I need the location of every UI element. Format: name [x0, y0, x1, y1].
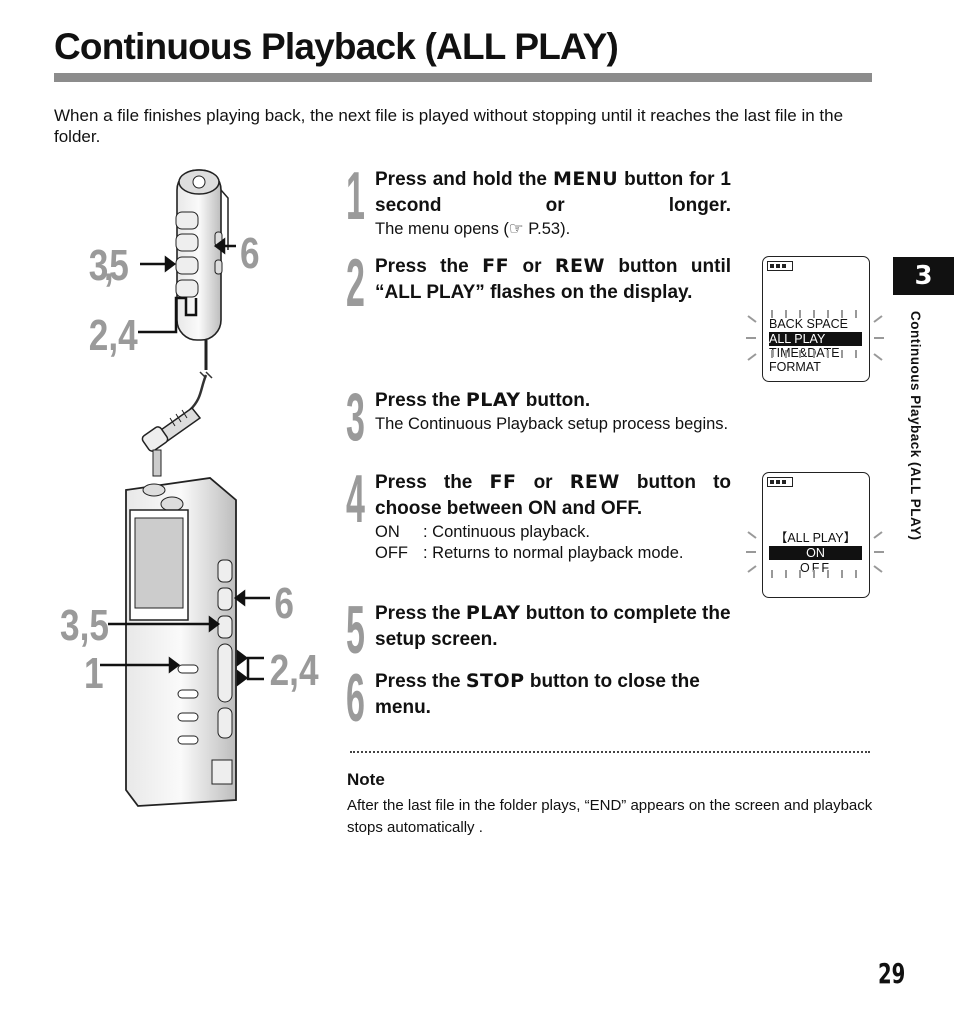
label-3-5-bottom: 3,5	[60, 601, 109, 650]
step-title: Press and hold the MENU button for 1 sec…	[375, 168, 731, 216]
step-title: Press the PLAY button.	[375, 389, 591, 411]
lcd-all-play-display: 【ALL PLAY】 ON OFF	[762, 472, 870, 598]
step-number: 5	[346, 592, 365, 668]
flash-marks-2	[746, 531, 884, 578]
menu-button-ref: MENU	[552, 168, 619, 190]
page-title: Continuous Playback (ALL PLAY)	[54, 26, 619, 67]
play-button-ref: PLAY	[465, 389, 521, 411]
lcd-line-selected: ON	[769, 546, 862, 560]
lcd-line: 【ALL PLAY】	[774, 531, 857, 545]
step-title: Press the PLAY button to complete the se…	[375, 602, 731, 650]
label-2-4-bottom: 2,4	[270, 646, 319, 695]
plug	[141, 406, 202, 477]
voice-recorder	[125, 477, 237, 807]
definition-off: OFF: Returns to normal playback mode.	[375, 544, 684, 562]
step-3: 3 Press the PLAY button. The Continuous …	[346, 383, 731, 451]
note-text: After the last file in the folder plays,…	[347, 797, 873, 836]
lcd-line: OFF	[800, 561, 831, 575]
step-description: The Continuous Playback setup process be…	[375, 415, 729, 433]
step-number: 3	[346, 379, 365, 455]
step-number: 4	[346, 461, 365, 537]
step-number: 6	[346, 660, 365, 736]
step-number: 2	[346, 245, 365, 321]
battery-icon	[767, 477, 793, 487]
step-description: The menu opens (☞ P.53).	[375, 220, 571, 238]
lcd-line: FORMAT	[769, 360, 821, 374]
ff-button-ref: FF	[489, 471, 517, 493]
label-2-4-top: 2,4	[89, 311, 138, 360]
intro-paragraph: When a file finishes playing back, the n…	[54, 106, 844, 146]
lcd-menu-display: BACK SPACE ALL PLAY TIME&DATE FORMAT	[762, 256, 870, 382]
title-rule	[54, 73, 872, 82]
step-1: 1 Press and hold the MENU button for 1 s…	[346, 158, 731, 240]
battery-icon	[767, 261, 793, 271]
label-6-bottom: 6	[274, 579, 294, 628]
flash-marks-1	[746, 310, 884, 361]
step-2: 2 Press the FF or REW button until “ALL …	[346, 249, 732, 317]
step-6: 6 Press the STOP button to close the men…	[346, 664, 731, 732]
rew-button-ref: REW	[554, 255, 605, 277]
step-4: 4 Press the FF or REW button to choose b…	[346, 461, 732, 564]
lcd-line-selected: ALL PLAY	[769, 332, 862, 346]
step-title: Press the FF or REW button until “ALL PL…	[375, 255, 732, 303]
pointer-arrows	[100, 237, 270, 687]
stop-button-ref: STOP	[465, 670, 525, 692]
label-1: 1	[84, 649, 104, 698]
page-number: 29	[878, 957, 906, 990]
step-title: Press the STOP button to close the menu.	[375, 670, 700, 718]
play-button-ref: PLAY	[465, 602, 521, 624]
definition-on: ON: Continuous playback.	[375, 523, 590, 541]
recorder-illustration: 3,5 6 2,4 6 3,5 1 2,4	[60, 169, 319, 807]
remote-control	[175, 169, 229, 370]
label-6-top: 6	[240, 229, 260, 278]
ff-button-ref: FF	[482, 255, 510, 277]
lcd-line: BACK SPACE	[769, 317, 848, 331]
chapter-tab: 3	[893, 257, 954, 295]
side-section-label: Continuous Playback (ALL PLAY)	[908, 311, 923, 541]
step-5: 5 Press the PLAY button to complete the …	[346, 596, 731, 664]
step-title: Press the FF or REW button to choose bet…	[375, 471, 732, 519]
label-3-5-top: 3,5	[89, 241, 129, 290]
note-heading: Note	[347, 770, 385, 789]
dotted-separator	[350, 751, 870, 753]
step-number: 1	[346, 158, 365, 234]
rew-button-ref: REW	[569, 471, 620, 493]
